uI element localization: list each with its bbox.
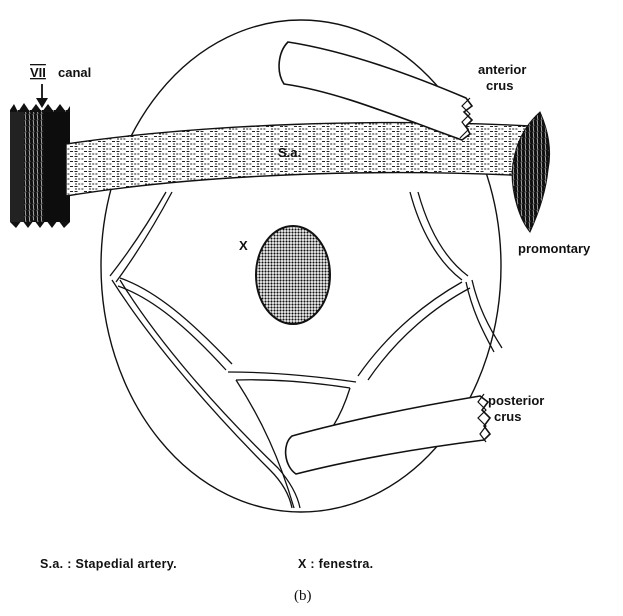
posterior-crus-label-1: posterior — [488, 393, 544, 408]
posterior-crus — [286, 396, 490, 474]
legend-stapedial-artery: S.a. : Stapedial artery. — [40, 557, 177, 571]
fenestra — [256, 226, 330, 324]
vii-numeral-label: VII — [30, 65, 46, 80]
vii-canal-label: canal — [58, 65, 91, 80]
fenestra-mark-label: X — [239, 238, 248, 253]
vii-canal-bone — [10, 103, 70, 228]
figure-caption: (b) — [294, 588, 312, 604]
stapedial-artery-label: S.a. — [278, 145, 301, 160]
anterior-crus-label-1: anterior — [478, 62, 526, 77]
anterior-crus-label-2: crus — [486, 78, 513, 93]
legend-fenestra: X : fenestra. — [298, 557, 373, 571]
promontary-label: promontary — [518, 241, 591, 256]
posterior-crus-label-2: crus — [494, 409, 521, 424]
